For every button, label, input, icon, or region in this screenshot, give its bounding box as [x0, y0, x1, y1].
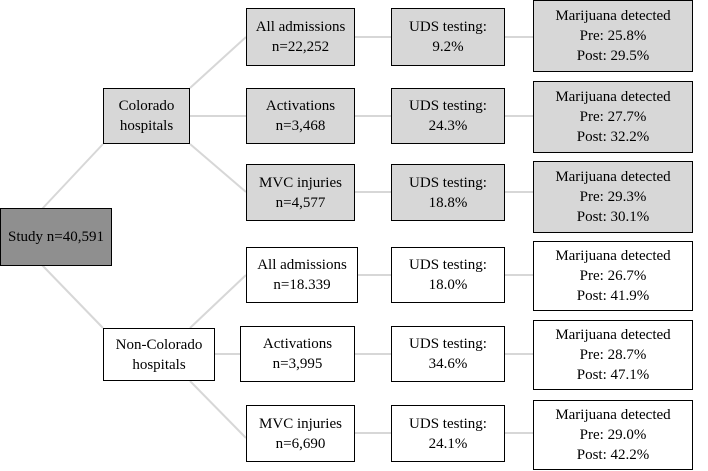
result-pre: Pre: 27.7%: [579, 109, 647, 125]
colorado-activations-result-box: Marijuana detected Pre: 27.7% Post: 32.2…: [533, 81, 693, 153]
branch-label: MVC injuries: [259, 174, 342, 191]
noncolorado-mvc-injuries-box: MVC injuries n=6,690: [246, 405, 355, 462]
result-heading: Marijuana detected: [555, 89, 671, 105]
colorado-all-uds-box: UDS testing: 9.2%: [391, 8, 505, 66]
noncolorado-all-result-box: Marijuana detected Pre: 26.7% Post: 41.9…: [533, 241, 693, 311]
group-label-line: hospitals: [132, 356, 186, 373]
connector-colorado-mvc: [189, 143, 247, 193]
colorado-all-result-box: Marijuana detected Pre: 25.8% Post: 29.5…: [533, 0, 693, 72]
branch-label: All admissions: [257, 257, 347, 273]
group-label-line: Colorado: [118, 98, 175, 114]
branch-label: Activations: [262, 336, 333, 352]
connector-colorado-all: [189, 36, 247, 89]
result-pre: Pre: 28.7%: [579, 347, 647, 363]
branch-count: n=3,995: [272, 356, 323, 372]
noncolorado-activations-result-box: Marijuana detected Pre: 28.7% Post: 47.1…: [533, 320, 693, 390]
colorado-mvc-injuries-box: MVC injuries n=4,577: [246, 164, 355, 221]
connector-root-colorado: [41, 143, 104, 210]
uds-value: 24.3%: [428, 118, 468, 134]
result-post: Post: 29.5%: [576, 48, 650, 64]
result-heading: Marijuana detected: [555, 169, 671, 185]
noncolorado-all-admissions-box: All admissions n=18.339: [246, 247, 358, 303]
result-post: Post: 42.2%: [576, 447, 650, 463]
noncolorado-activations-uds-box: UDS testing: 34.6%: [391, 326, 505, 382]
result-pre: Pre: 25.8%: [579, 28, 647, 44]
uds-label: UDS testing:: [409, 336, 487, 352]
branch-count: n=18.339: [273, 277, 331, 293]
result-post: Post: 30.1%: [576, 209, 650, 225]
noncolorado-mvc-result-box: Marijuana detected Pre: 29.0% Post: 42.2…: [533, 400, 693, 470]
study-root-label: Study n=40,591: [8, 229, 104, 245]
noncolorado-all-uds-box: UDS testing: 18.0%: [391, 247, 505, 303]
result-pre: Pre: 29.3%: [579, 189, 647, 205]
result-post: Post: 41.9%: [576, 288, 650, 304]
noncolorado-activations-box: Activations n=3,995: [240, 326, 355, 382]
branch-label: Activations: [265, 98, 336, 114]
uds-value: 18.8%: [428, 194, 468, 211]
branch-label: MVC injuries: [259, 415, 342, 432]
uds-value: 9.2%: [432, 39, 464, 55]
result-post: Post: 32.2%: [576, 129, 650, 145]
noncolorado-mvc-uds-box: UDS testing: 24.1%: [391, 405, 505, 462]
group-label-line: Non-Colorado: [115, 336, 203, 353]
uds-value: 24.1%: [428, 435, 468, 452]
colorado-mvc-uds-box: UDS testing: 18.8%: [391, 164, 505, 221]
uds-label: UDS testing:: [409, 415, 487, 432]
colorado-hospitals-box: Colorado hospitals: [103, 88, 190, 144]
result-post: Post: 47.1%: [576, 367, 650, 383]
uds-label: UDS testing:: [409, 19, 487, 35]
connector-noncolorado-mvc: [189, 380, 247, 439]
connector-root-noncolorado: [41, 264, 104, 329]
result-pre: Pre: 29.0%: [579, 427, 647, 443]
colorado-all-admissions-box: All admissions n=22,252: [246, 8, 355, 66]
noncolorado-hospitals-box: Non-Colorado hospitals: [103, 328, 215, 381]
uds-label: UDS testing:: [409, 174, 487, 191]
colorado-mvc-result-box: Marijuana detected Pre: 29.3% Post: 30.1…: [533, 161, 693, 233]
uds-label: UDS testing:: [409, 98, 487, 114]
branch-count: n=4,577: [275, 194, 326, 211]
branch-count: n=22,252: [271, 39, 330, 55]
result-heading: Marijuana detected: [555, 8, 671, 24]
group-label-line: hospitals: [119, 118, 174, 134]
colorado-activations-box: Activations n=3,468: [246, 88, 355, 144]
uds-value: 34.6%: [428, 356, 468, 372]
uds-label: UDS testing:: [409, 257, 487, 273]
connector-noncolorado-all: [189, 274, 247, 329]
colorado-activations-uds-box: UDS testing: 24.3%: [391, 88, 505, 144]
result-heading: Marijuana detected: [555, 248, 671, 264]
branch-count: n=3,468: [275, 118, 326, 134]
branch-label: All admissions: [255, 19, 346, 35]
result-heading: Marijuana detected: [555, 327, 671, 343]
uds-value: 18.0%: [428, 277, 468, 293]
result-heading: Marijuana detected: [555, 407, 671, 423]
branch-count: n=6,690: [275, 435, 326, 452]
study-root-box: Study n=40,591: [0, 208, 112, 266]
result-pre: Pre: 26.7%: [579, 268, 647, 284]
